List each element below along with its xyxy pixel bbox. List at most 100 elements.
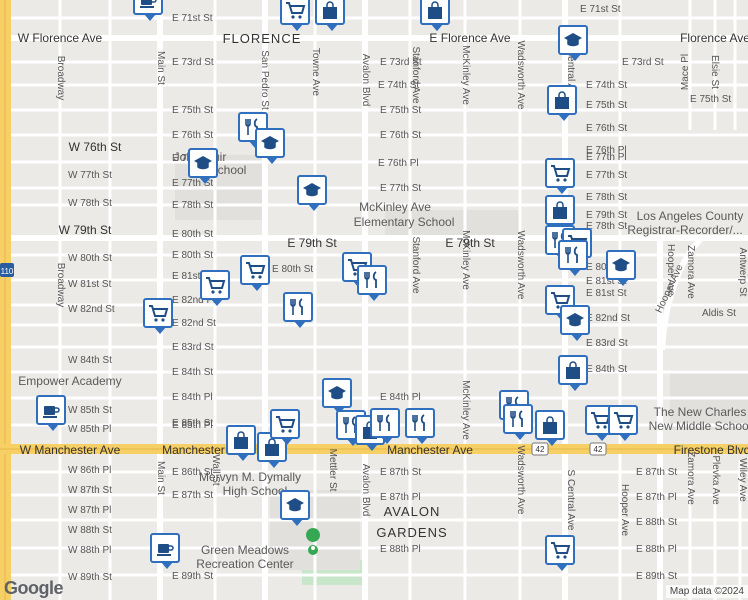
map-pin[interactable] [558,25,588,61]
street-label: W 86th Pl [68,465,111,476]
map-pin[interactable] [558,240,588,276]
shopping-cart-icon [149,305,169,322]
map-pin[interactable] [357,265,387,301]
avenue-label: W 76th St [69,140,122,154]
map-pin[interactable] [280,0,310,31]
map-pin[interactable] [143,298,173,334]
shopping-cart-icon [286,2,306,19]
place-label: Elementary School [354,215,455,229]
map-pin[interactable] [503,404,533,440]
avenue-label: E Florence Ave [429,31,510,45]
street-label: Aldis St [702,308,736,319]
map-pin[interactable] [240,255,270,291]
map-pin[interactable] [133,0,163,21]
map-pin[interactable] [545,195,575,231]
street-label: E 75th St [172,105,213,116]
street-label: E 85th Pl [172,420,213,431]
street-label: Wadsworth Ave [515,41,526,110]
street-label: Mace Pl [680,54,691,90]
street-label: E 77th St [586,170,627,181]
map-pin[interactable] [558,355,588,391]
map-pin[interactable] [297,175,327,211]
street-label: E 88th Pl [380,544,421,555]
street-label: E 84th Pl [172,392,213,403]
map-pin[interactable] [535,410,565,446]
street-label: San Pedro St [259,50,270,110]
restaurant-icon [290,298,303,315]
street-label: E 76th St [172,130,213,141]
map-pin[interactable] [545,535,575,571]
street-label: E 85th St [172,418,213,429]
map-pin[interactable] [322,378,352,414]
street-label: E 87th St [172,490,213,501]
map-pin[interactable] [200,270,230,306]
street-label: E 78th St [586,192,627,203]
map-pin[interactable] [608,405,638,441]
map-pin[interactable] [188,148,218,184]
highway-label: 42 [536,445,545,454]
street-label: W 80th St [68,253,112,264]
street-label: Wall St [210,454,221,486]
map-pin[interactable] [606,250,636,286]
street-label: Elsie St [709,55,720,89]
map-pin[interactable] [420,0,450,31]
street-label: E 89th St [172,571,213,582]
highway-shield-110 [0,263,14,277]
map-pin[interactable] [270,409,300,445]
street-label: E 87th Pl [380,492,421,503]
avenue-label: W 79th St [59,223,112,237]
street-label: E 81st St [586,288,627,299]
street-label: E 87th St [380,467,421,478]
street-label: E 74th St [586,80,627,91]
shopping-bag-icon [265,438,279,456]
street-label: E 77th St [172,178,213,189]
street-label: E 76th St [380,130,421,141]
street-label: E 77th St [380,183,421,194]
map-pin[interactable] [280,490,310,526]
map-pin[interactable] [255,128,285,164]
street-label: E 76th Pl [586,145,627,156]
map-pin[interactable] [226,425,256,461]
neighborhood-label: GARDENS [376,525,447,540]
place-label: Green Meadows [201,543,289,557]
street-label: W 77th St [68,170,112,181]
map-pin[interactable] [405,408,435,444]
shopping-bag-icon [428,1,442,19]
shopping-cart-icon [246,262,266,279]
street-label: E 82nd St [586,313,630,324]
shopping-cart-icon [206,277,226,294]
street-label: E 76th St [586,123,627,134]
place-label: Mervyn M. Dymally [199,470,301,484]
avenue-label: E 79th St [445,236,495,250]
street-label: E 87th St [636,467,677,478]
street-label: W 87th St [68,485,112,496]
shopping-bag-icon [566,361,580,379]
map-pin[interactable] [36,395,66,431]
map-pin[interactable] [370,408,400,444]
school-icon [194,156,212,170]
highway-label: 42 [594,445,603,454]
highway-shield-42-right [589,442,607,456]
street-label: E 75th St [380,105,421,116]
street-label: E 80th St [272,264,313,275]
shopping-bag-icon [234,431,248,449]
green-pin-icon[interactable] [306,528,321,558]
map-pin[interactable] [150,533,180,569]
street-label: Plevka Ave [710,455,721,505]
map-pin[interactable] [560,305,590,341]
map-pin[interactable] [283,292,313,328]
shopping-bag-icon [553,201,567,219]
map-pin[interactable] [315,0,345,31]
street-label: Hooper Ave [619,484,630,537]
street-label: Zamora Ave [685,451,696,505]
school-icon [303,183,321,197]
restaurant-icon [412,414,425,431]
street-label: E 88th St [636,517,677,528]
place-label: School [210,163,247,177]
street-label: Mettler St [327,449,338,492]
map-pin[interactable] [547,85,577,121]
street-label: W 85th Pl [68,424,111,435]
map-pin[interactable] [545,158,575,194]
restaurant-icon [377,414,390,431]
